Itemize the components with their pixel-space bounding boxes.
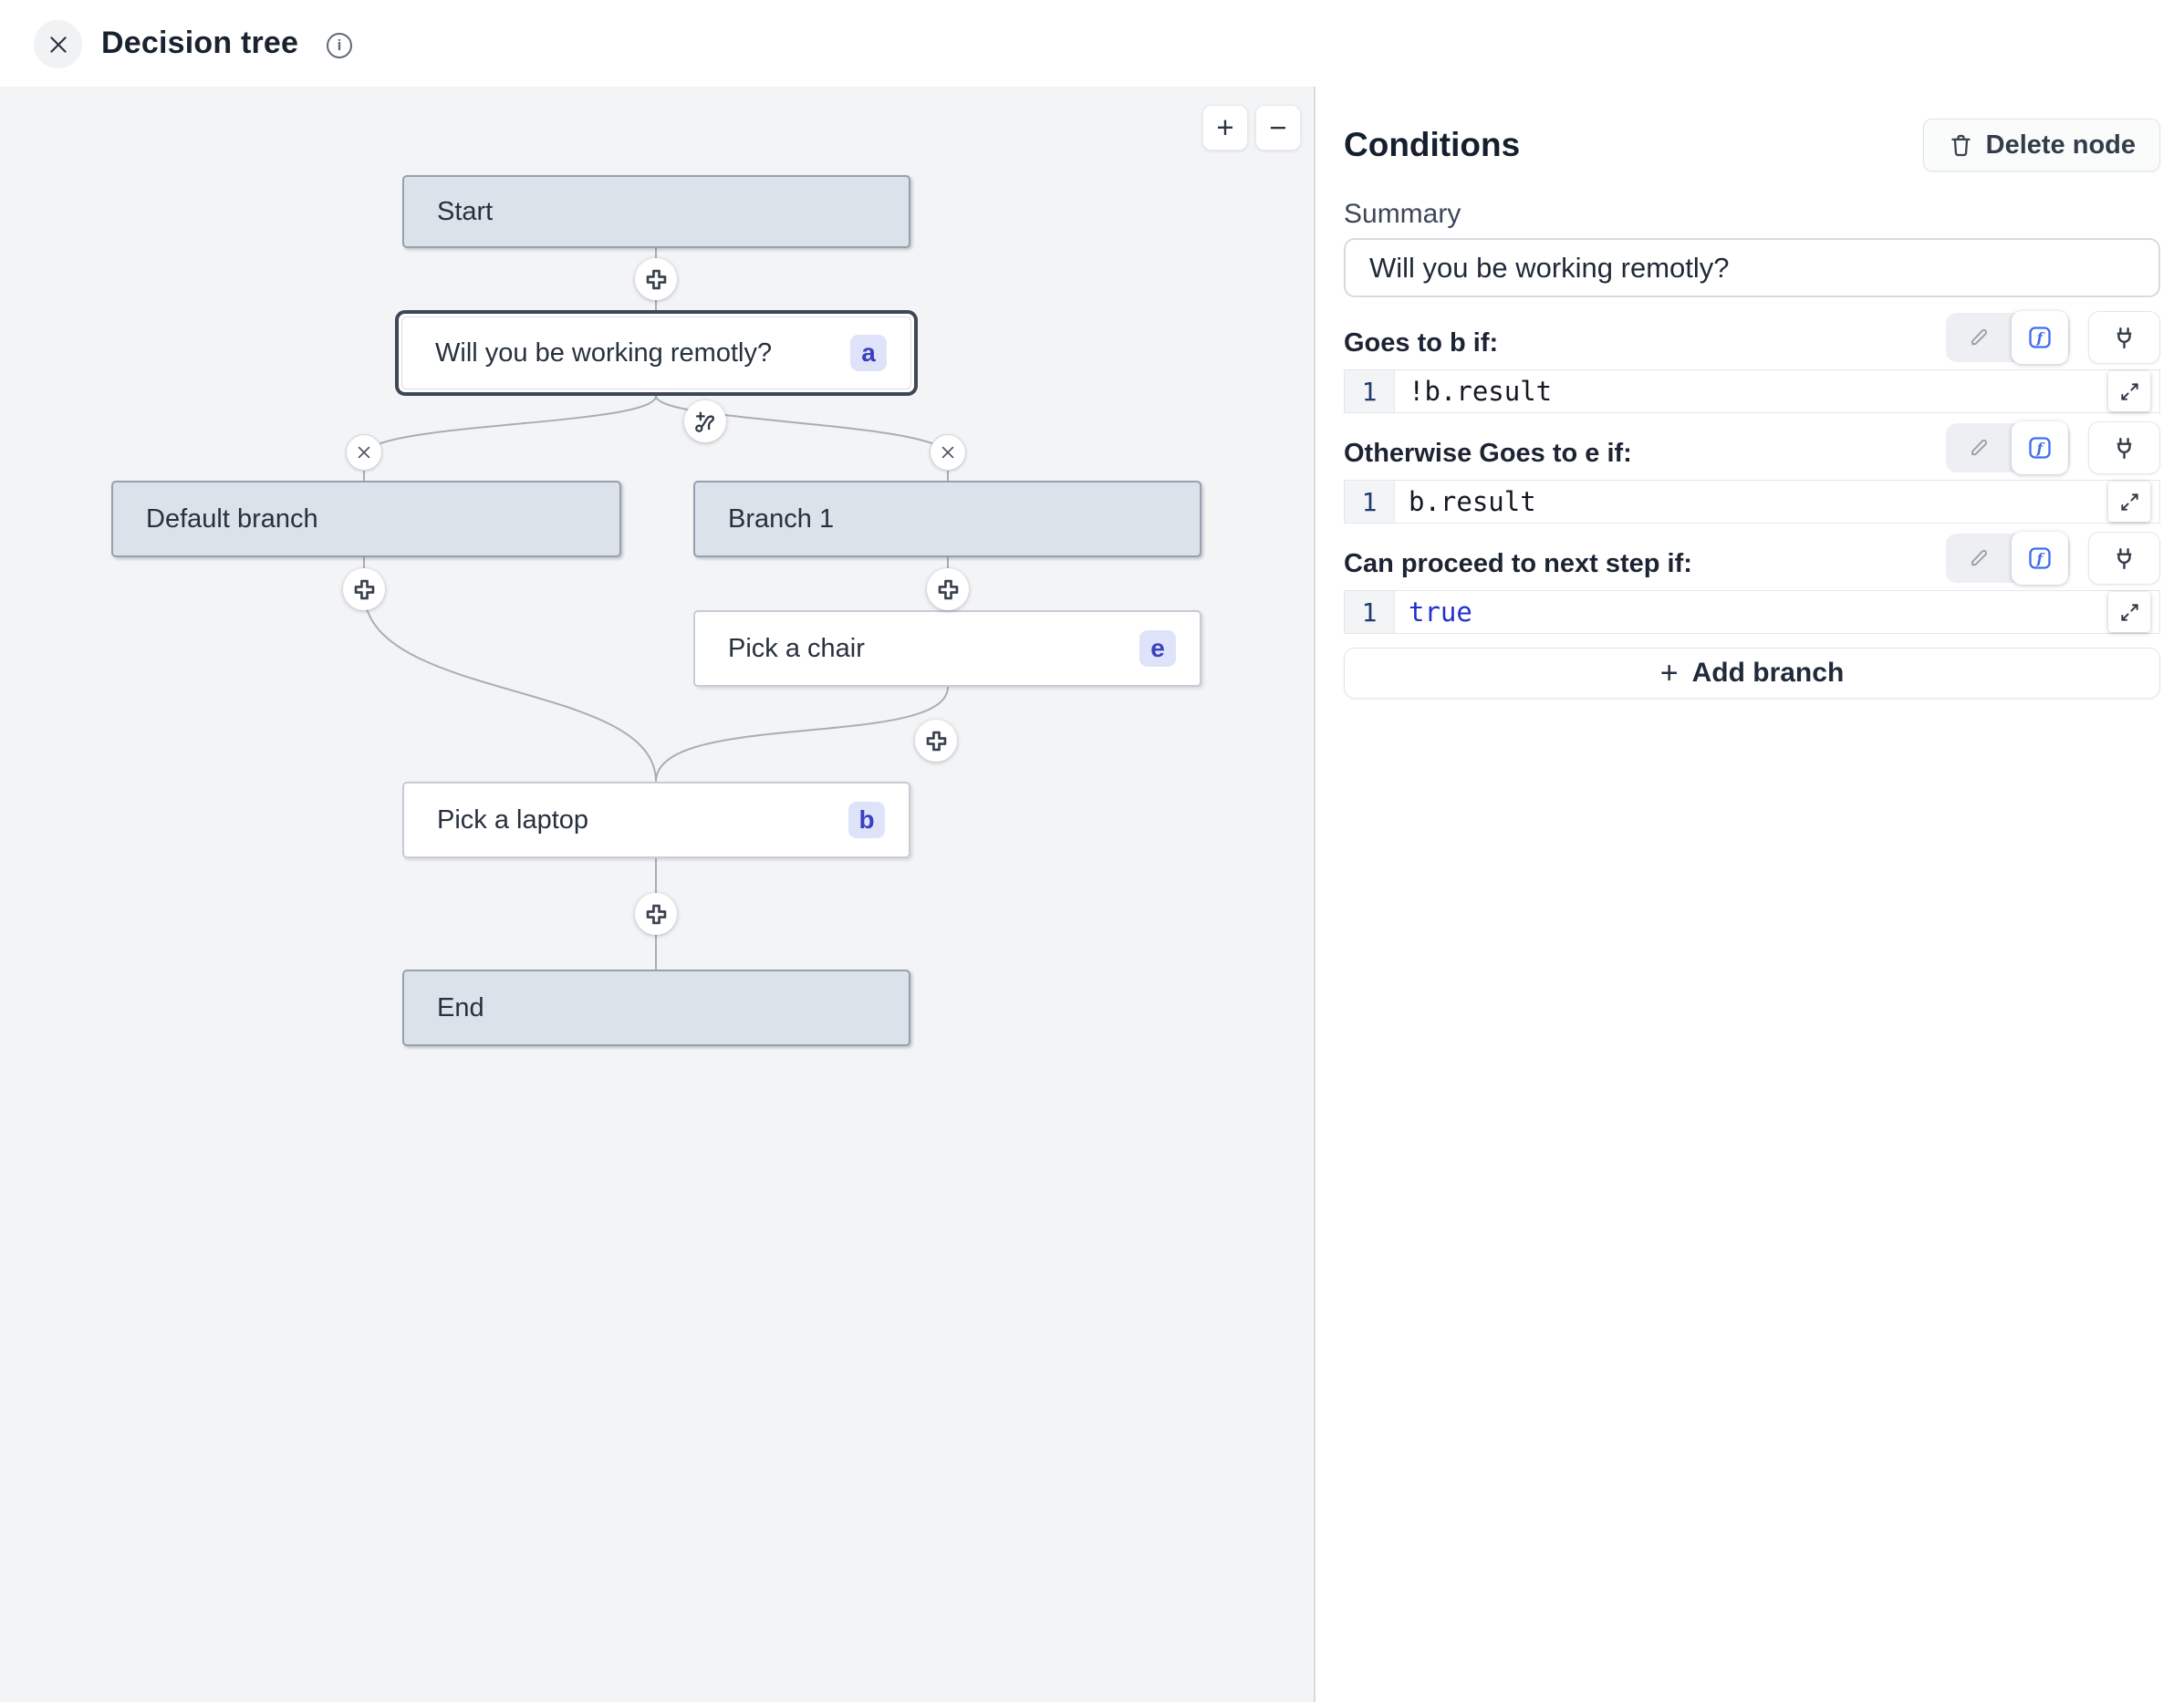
add-step-button[interactable]	[927, 568, 969, 610]
editor-mode-toggle: f	[1946, 532, 2070, 585]
delete-node-button[interactable]: Delete node	[1922, 119, 2160, 171]
fx-mode-button[interactable]: f	[2012, 532, 2068, 585]
expand-icon	[2120, 603, 2138, 621]
trash-icon	[1950, 134, 1971, 156]
condition-block: Otherwise Goes to e if: f	[1344, 421, 2160, 524]
node-branch-1[interactable]: Branch 1	[693, 481, 1201, 557]
close-button[interactable]	[34, 20, 82, 68]
plus-icon	[938, 579, 958, 599]
expand-editor-button[interactable]	[2108, 592, 2150, 632]
node-label: Pick a laptop	[437, 804, 589, 835]
code-line[interactable]: true	[1409, 597, 1472, 628]
line-number: 1	[1345, 591, 1395, 633]
branch-split-icon	[694, 410, 714, 432]
node-question-selected[interactable]: Will you be working remotly? a	[395, 310, 918, 396]
zoom-in-button[interactable]: +	[1202, 105, 1248, 150]
node-pick-chair[interactable]: Pick a chair e	[693, 610, 1201, 687]
line-number: 1	[1345, 481, 1395, 523]
pencil-icon	[1971, 439, 1988, 456]
add-branch-label: Add branch	[1691, 658, 1845, 688]
plus-icon: +	[1659, 655, 1679, 690]
node-end[interactable]: End	[402, 970, 910, 1046]
node-label: End	[437, 992, 484, 1022]
connect-source-button[interactable]	[2088, 421, 2160, 474]
node-default-branch[interactable]: Default branch	[111, 481, 621, 557]
info-icon[interactable]: i	[327, 33, 352, 58]
line-number: 1	[1345, 370, 1395, 412]
condition-block: Can proceed to next step if: f	[1344, 532, 2160, 634]
zoom-out-button[interactable]: −	[1255, 105, 1301, 150]
delete-branch-left-button[interactable]	[346, 434, 382, 471]
fx-icon: f	[2029, 547, 2051, 569]
editor-mode-toggle: f	[1946, 421, 2070, 474]
plug-icon	[2116, 437, 2132, 459]
x-icon	[941, 446, 954, 459]
fx-mode-button[interactable]: f	[2012, 421, 2068, 474]
plus-icon	[926, 731, 946, 751]
page-title: Decision tree	[101, 26, 299, 60]
connect-source-button[interactable]	[2088, 532, 2160, 585]
code-editor[interactable]: 1 !b.result	[1344, 369, 2160, 413]
editor-mode-toggle: f	[1946, 311, 2070, 364]
plus-icon	[646, 904, 666, 924]
fx-mode-button[interactable]: f	[2012, 311, 2068, 364]
fx-icon: f	[2029, 437, 2051, 459]
node-label: Start	[437, 196, 494, 226]
node-start[interactable]: Start	[402, 175, 910, 248]
summary-label: Summary	[1344, 199, 1461, 229]
node-badge: e	[1139, 630, 1176, 667]
add-branch-node-button[interactable]	[684, 400, 726, 442]
plug-icon	[2116, 327, 2132, 348]
svg-text:f: f	[2036, 329, 2046, 347]
add-step-button[interactable]	[343, 568, 385, 610]
node-label: Pick a chair	[728, 633, 865, 663]
code-line[interactable]: !b.result	[1409, 376, 1553, 407]
plus-icon	[646, 269, 666, 289]
conditions-panel: Conditions Delete node Summary Goes to b…	[1316, 0, 2184, 1702]
node-badge: a	[850, 335, 887, 371]
fx-icon: f	[2029, 327, 2051, 348]
panel-divider	[1314, 87, 1316, 1702]
plus-icon	[354, 579, 374, 599]
expand-icon	[2120, 493, 2138, 511]
pencil-icon	[1971, 328, 1988, 346]
pencil-icon	[1971, 549, 1988, 566]
text-mode-button[interactable]	[1946, 436, 2012, 460]
node-pick-laptop[interactable]: Pick a laptop b	[402, 782, 910, 858]
text-mode-button[interactable]	[1946, 326, 2012, 349]
header: Decision tree i	[0, 0, 2184, 87]
add-step-button[interactable]	[635, 258, 677, 300]
x-icon	[358, 446, 370, 459]
condition-label: Can proceed to next step if:	[1344, 549, 1692, 578]
summary-input[interactable]	[1344, 238, 2160, 297]
add-step-button[interactable]	[915, 720, 957, 762]
expand-icon	[2120, 382, 2138, 400]
code-editor[interactable]: 1 b.result	[1344, 480, 2160, 524]
expand-editor-button[interactable]	[2108, 482, 2150, 522]
close-icon	[49, 36, 67, 53]
expand-editor-button[interactable]	[2108, 371, 2150, 411]
delete-branch-right-button[interactable]	[930, 434, 966, 471]
svg-text:f: f	[2036, 550, 2046, 567]
add-step-button[interactable]	[635, 893, 677, 935]
connect-source-button[interactable]	[2088, 311, 2160, 364]
node-badge: b	[848, 802, 885, 838]
text-mode-button[interactable]	[1946, 546, 2012, 570]
delete-node-label: Delete node	[1985, 130, 2136, 160]
panel-title: Conditions	[1344, 126, 1521, 163]
node-label: Branch 1	[728, 503, 835, 534]
condition-block: Goes to b if: f	[1344, 311, 2160, 413]
add-branch-button[interactable]: + Add branch	[1344, 648, 2160, 699]
condition-label: Goes to b if:	[1344, 328, 1499, 358]
svg-text:f: f	[2036, 440, 2046, 457]
plug-icon	[2116, 547, 2132, 569]
node-question[interactable]: Will you be working remotly? a	[401, 317, 911, 389]
code-editor[interactable]: 1 true	[1344, 590, 2160, 634]
condition-label: Otherwise Goes to e if:	[1344, 439, 1632, 468]
code-line[interactable]: b.result	[1409, 486, 1536, 517]
node-label: Default branch	[146, 503, 318, 534]
node-label: Will you be working remotly?	[435, 337, 773, 368]
